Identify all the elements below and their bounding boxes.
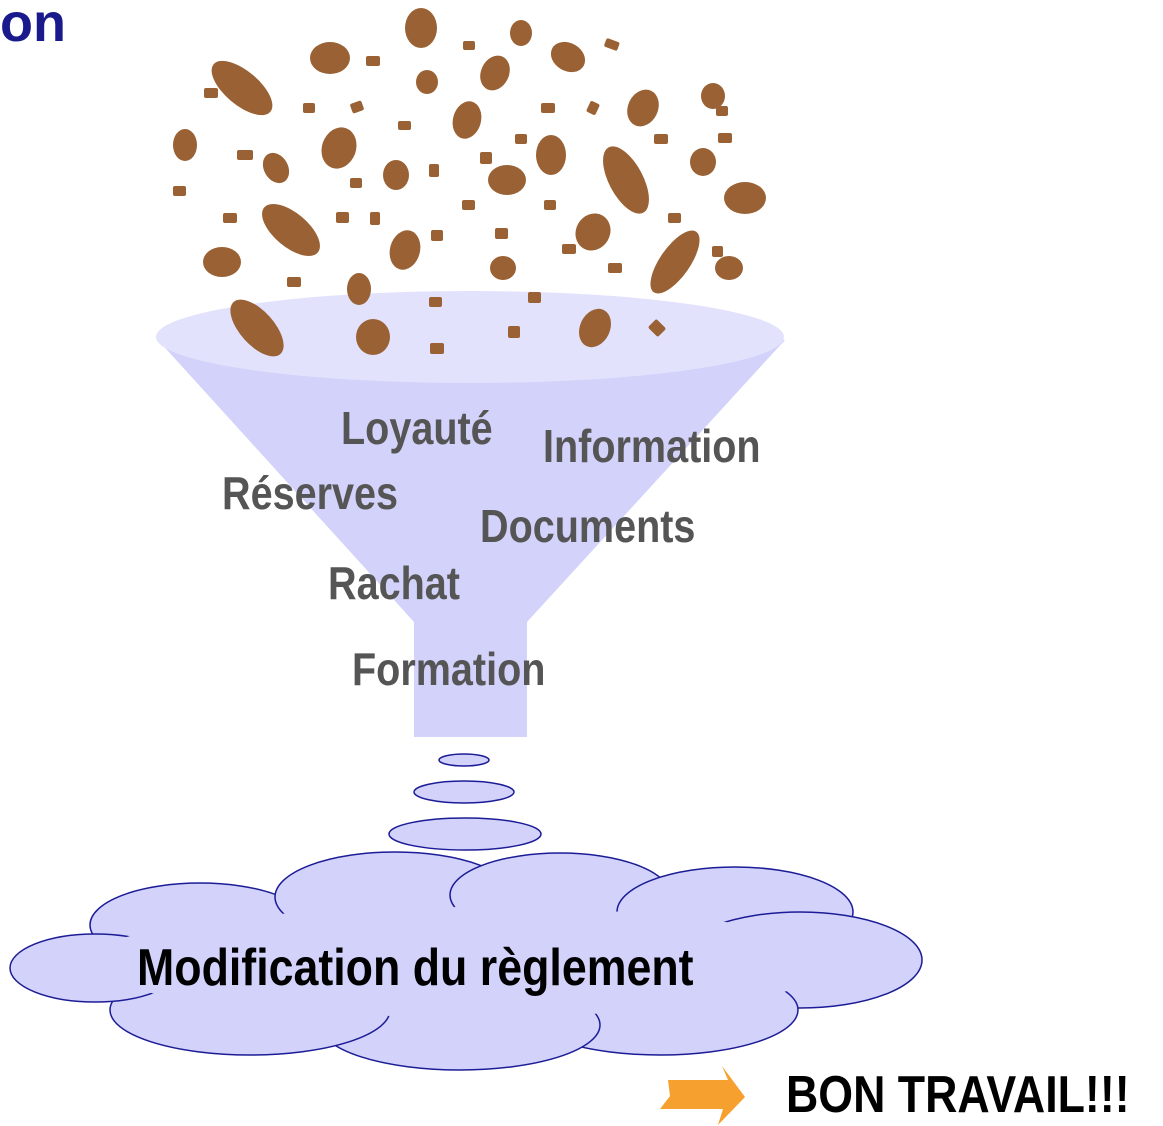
- word-documents: Documents: [480, 500, 696, 552]
- debris-chips: [173, 38, 732, 354]
- word-rachat: Rachat: [328, 557, 460, 609]
- drops: [388, 753, 542, 851]
- word-information: Information: [543, 420, 761, 472]
- funnel-body: [158, 340, 785, 737]
- funnel-rim: [156, 291, 784, 383]
- word-reserves: Réserves: [222, 467, 398, 519]
- funnel: [156, 291, 785, 737]
- drop-small: [438, 753, 490, 767]
- arrow-right-icon: [660, 1066, 745, 1125]
- word-loyaute: Loyauté: [341, 402, 493, 454]
- word-formation: Formation: [352, 643, 546, 695]
- closing-text: BON TRAVAIL!!!: [786, 1066, 1130, 1124]
- cloud-label: Modification du règlement: [137, 939, 694, 997]
- cloud: [9, 851, 923, 1071]
- debris: [173, 8, 766, 357]
- drop-large: [388, 817, 542, 851]
- title-fragment: on: [0, 0, 66, 53]
- drop-medium: [413, 780, 515, 804]
